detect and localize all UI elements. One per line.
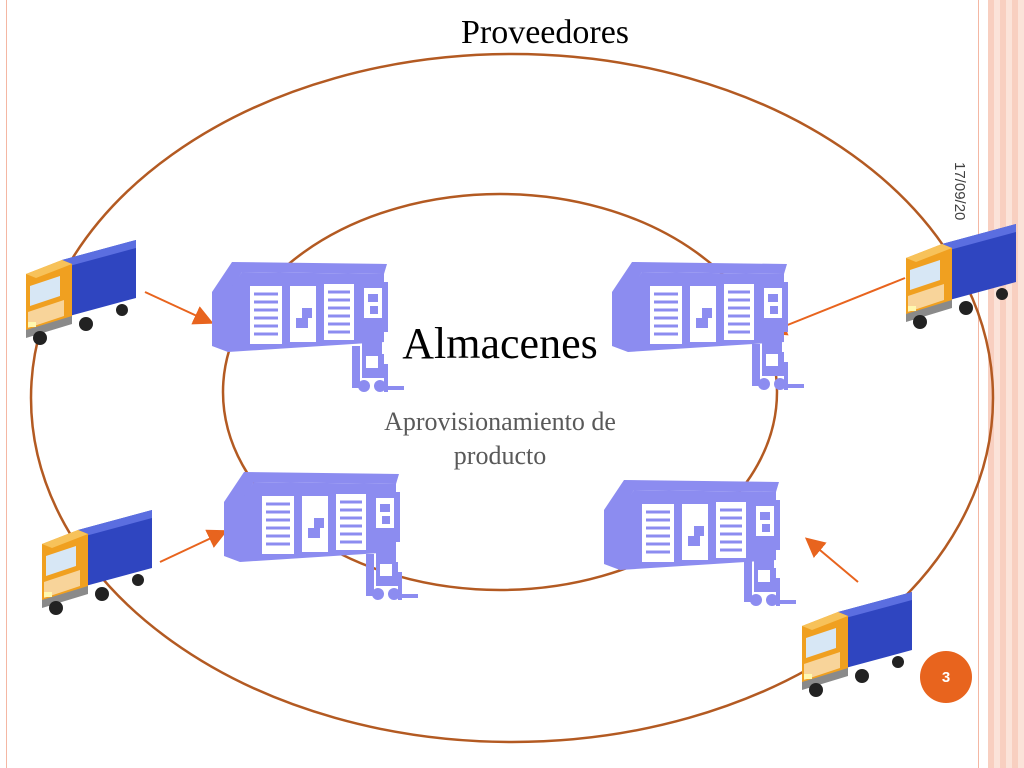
slide-date: 17/09/20: [951, 162, 968, 221]
subtitle: Aprovisionamiento de producto: [340, 405, 660, 473]
truck-icon: [26, 240, 136, 345]
warehouse-icon: [222, 470, 402, 564]
truck-icon: [42, 510, 152, 615]
forklift-icon: [366, 548, 418, 600]
inner-ellipse: [221, 192, 779, 592]
arrow-top-right: [766, 277, 906, 336]
frame-strip-right: [988, 0, 1024, 768]
frame-line-inner: [6, 0, 7, 768]
outer-ellipse: [29, 52, 995, 744]
inner-label: Almacenes: [402, 319, 598, 368]
warehouse-icon: [602, 478, 782, 572]
warehouse-icon: [610, 260, 790, 354]
truck-icon: [802, 592, 912, 697]
forklift-icon: [752, 338, 804, 390]
outer-label: Proveedores: [460, 14, 630, 51]
arrow-top-left: [144, 291, 214, 325]
forklift-icon: [744, 554, 796, 606]
frame-line-right-1: [978, 0, 979, 768]
arrow-bottom-left: [159, 529, 228, 563]
arrow-bottom-right: [804, 537, 859, 583]
subtitle-line-2: producto: [453, 441, 547, 470]
warehouse-icon: [210, 260, 390, 354]
page-number-badge: 3: [920, 651, 972, 703]
subtitle-line-1: Aprovisionamiento de: [384, 407, 616, 436]
